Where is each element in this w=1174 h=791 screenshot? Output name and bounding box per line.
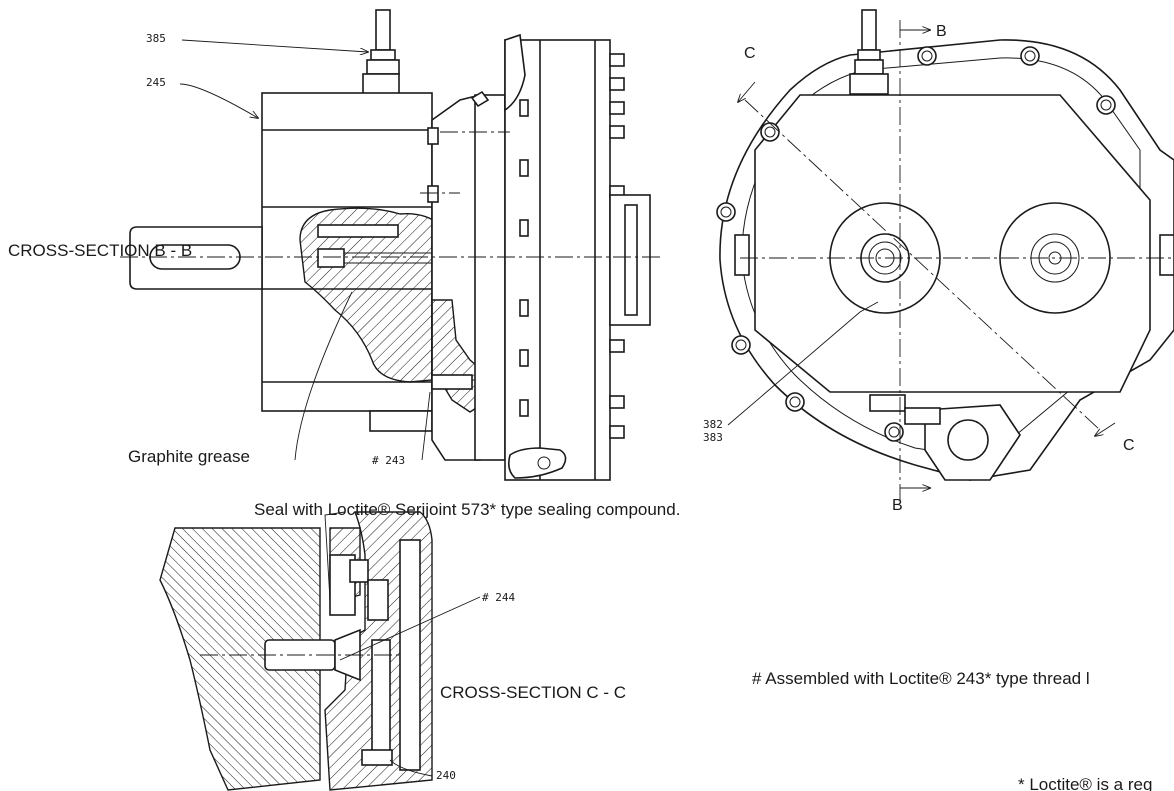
ref-382: 382 <box>703 418 723 431</box>
section-bb-view <box>120 9 660 481</box>
perimeter-bolts <box>716 46 1116 442</box>
section-bb-label: CROSS-SECTION B - B <box>8 241 192 260</box>
ref-385: 385 <box>146 32 166 45</box>
ref-240: 240 <box>436 769 456 782</box>
bolt-row <box>609 53 625 439</box>
graphite-grease-label: Graphite grease <box>128 447 250 466</box>
section-mark-c-top: C <box>744 45 756 62</box>
ref-243: # 243 <box>372 454 405 467</box>
end-view <box>716 9 1174 500</box>
section-cc-label: CROSS-SECTION C - C <box>440 683 626 702</box>
section-mark-b-bottom: B <box>892 497 903 514</box>
ref-244: # 244 <box>482 591 515 604</box>
thread-note: # Assembled with Loctite® 243* type thre… <box>752 669 1090 688</box>
section-cc-view <box>159 511 481 791</box>
ref-383: 383 <box>703 431 723 444</box>
section-mark-c-bottom: C <box>1123 437 1135 454</box>
ref-245: 245 <box>146 76 166 89</box>
trademark-note: * Loctite® is a reg <box>1018 775 1152 791</box>
seal-note: Seal with Loctite® Serijoint 573* type s… <box>254 500 680 519</box>
section-mark-b-top: B <box>936 23 947 40</box>
